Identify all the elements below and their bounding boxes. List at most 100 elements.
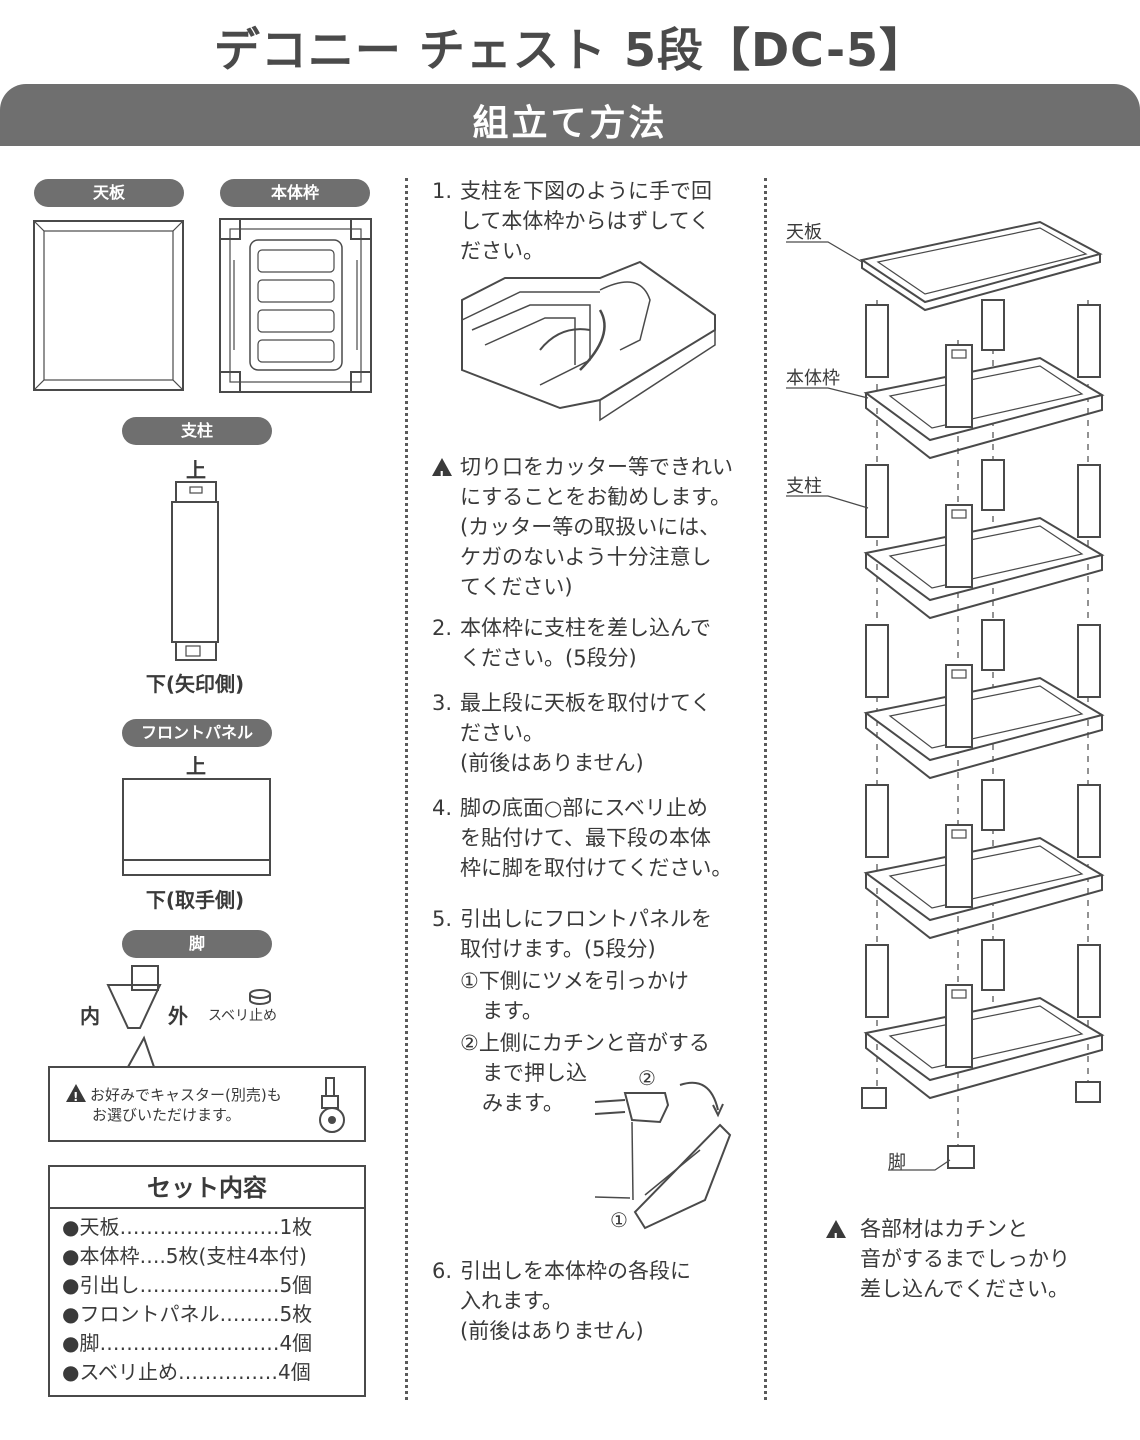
front-post [945,344,973,428]
step-4-number: 4. [432,796,453,820]
body-frame-inner [888,845,1084,909]
step-5-sub1-line: ①下側にツメを引っかけ [460,969,689,993]
step-6-line: 入れます。 [460,1289,563,1313]
step-5-line: 取付けます。(5段分) [460,937,656,961]
column-divider-right [764,178,767,1400]
step-6-line: (前後はありません) [460,1319,644,1343]
label-ashi: 脚 [122,930,272,958]
post [981,299,1005,351]
column-divider-left [405,178,408,1400]
warning-icon [432,458,452,491]
post [1077,464,1101,538]
step-1-line: して本体枠からはずしてく [460,209,711,233]
ashi-out-label: 外 [168,1004,188,1028]
post [865,944,889,1018]
leg [947,1145,975,1169]
step-5-sub1: ①下側にツメを引っかけ ます。 [460,966,760,1028]
diagram-label-shichu: 支柱 [786,476,822,497]
hontaiwaku-illustration [219,218,372,393]
step-4: 4. 脚の底面○部にスベリ止め を貼付けて、最下段の本体 枠に脚を取付けてくださ… [432,793,752,885]
post [981,459,1005,511]
post [1077,784,1101,858]
set-item-ashi: ●脚………………………4個 [62,1331,313,1355]
front-post-cap [951,349,967,359]
post [1077,944,1101,1018]
ashi-in-label: 内 [80,1004,100,1028]
section-title: 組立て方法 [472,103,668,144]
step-4-line: 枠に脚を取付けてください。 [460,856,733,880]
leg [861,1087,887,1109]
post [865,464,889,538]
body-frame-side [865,1033,1103,1100]
step-6-number: 6. [432,1259,453,1283]
body-frame-side [865,393,1103,460]
warning-line: (カッター等の取扱いには、 [460,515,721,539]
suberidome-label: スベリ止め [208,1008,278,1024]
set-item-tenban: ●天板……………………1枚 [62,1215,313,1239]
body-frame-side [865,873,1103,940]
warning-icon [66,1084,86,1107]
step-6: 6. 引出しを本体枠の各段に 入れます。 (前後はありません) [432,1256,752,1348]
set-item-hontaiwaku: ●本体枠….5枚(支柱4本付) [62,1244,307,1268]
caster-note-line1: お好みでキャスター(別売)も [90,1086,282,1104]
caster-icon [319,1077,345,1133]
shichu-top-label: 上 [186,458,206,482]
step-1-line: ださい。 [460,239,544,263]
diagram-note-line: 各部材はカチンと [860,1217,1028,1241]
step-4-line: を貼付けて、最下段の本体 [460,826,711,850]
label-tenban: 天板 [34,179,184,207]
diagram-label-ashi: 脚 [888,1152,906,1173]
body-frame-side [865,553,1103,620]
step-6-line: 引出しを本体枠の各段に [460,1259,691,1283]
diagram-note-line: 差し込んでください。 [860,1277,1069,1301]
step-5-sub1-line: ます。 [482,999,543,1023]
front-bottom-label: 下(取手側) [145,888,245,912]
set-contents-box: セット内容 ●天板……………………1枚 ●本体枠….5枚(支柱4本付) ●引出し… [48,1165,366,1397]
front-post-cap [951,989,967,999]
post [1077,304,1101,378]
caster-callout-pointer [127,1035,155,1068]
set-item-suberidome: ●スベリ止め……………4個 [62,1360,311,1384]
front-post [945,824,973,908]
shichu-bottom-label: 下(矢印側) [145,672,245,696]
step-3-line: ださい。 [460,721,544,745]
warning-cutter: 切り口をカッター等できれい にすることをお勧めします。 (カッター等の取扱いには… [432,452,752,602]
step-1: 1. 支柱を下図のように手で回 して本体枠からはずしてく ださい。 [432,176,752,268]
step-2-line: ください。(5段分) [460,646,637,670]
label-front-panel: フロントパネル [122,719,272,747]
step-3-number: 3. [432,691,453,715]
diagram-label-hontaiwaku: 本体枠 [786,368,840,389]
page-title: デコニー チェスト 5段【DC-5】 [213,23,927,77]
post [865,784,889,858]
label-shichu: 支柱 [122,417,272,445]
diagram-note: 各部材はカチンと 音がするまでしっかり 差し込んでください。 [826,1214,1126,1306]
front-post [945,504,973,588]
front-post [945,664,973,748]
label-hontaiwaku: 本体枠 [220,179,370,207]
caster-note-line2: お選びいただけます。 [92,1106,241,1124]
step5-illustration [594,1081,732,1230]
front-panel-illustration [122,778,271,876]
step-2: 2. 本体枠に支柱を差し込んで ください。(5段分) [432,613,752,675]
step-3-line: (前後はありません) [460,751,644,775]
ashi-illustration [106,965,271,1029]
warning-line: ケガのないよう十分注意し [460,545,712,569]
step-1-number: 1. [432,179,453,203]
step-5-sub2-line: まで押し込 [482,1061,587,1085]
front-post [945,984,973,1068]
post [1077,624,1101,698]
post [865,304,889,378]
diagram-note-line: 音がするまでしっかり [860,1247,1070,1271]
step-5-sub2-line: みます。 [482,1091,564,1115]
post [865,624,889,698]
leg [1075,1081,1101,1103]
caster-note-box: お好みでキャスター(別売)も お選びいただけます。 [48,1066,366,1142]
body-frame-inner [888,525,1084,589]
step-3: 3. 最上段に天板を取付けてく ださい。 (前後はありません) [432,688,752,780]
warning-line: 切り口をカッター等できれい [460,455,733,479]
tenban-illustration [33,220,184,391]
